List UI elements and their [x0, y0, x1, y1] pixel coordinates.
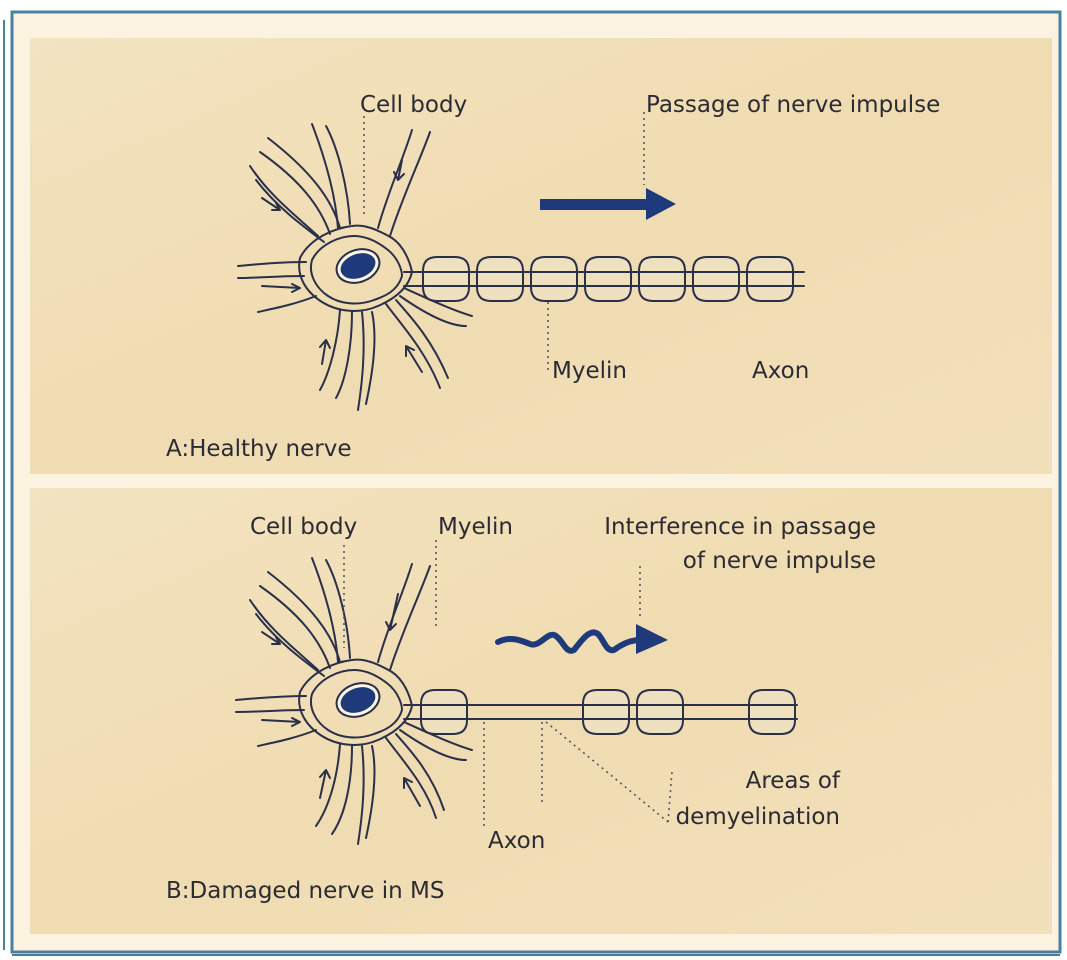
panel-b-background	[30, 488, 1052, 934]
myelin-sheath-b	[421, 690, 467, 734]
myelin-sheath-b	[583, 690, 629, 734]
panel-a-title: A:Healthy nerve	[166, 436, 351, 462]
label-axon-a: Axon	[752, 358, 809, 384]
myelin-sheath-a	[747, 257, 793, 301]
panel-divider	[30, 474, 1052, 488]
label-myelin-b: Myelin	[438, 514, 513, 540]
label-axon-b: Axon	[488, 828, 545, 854]
myelin-sheath-b	[637, 690, 683, 734]
myelin-sheath-a	[639, 257, 685, 301]
label-interference-line1: Interference in passage	[604, 514, 876, 540]
panel-b-title: B:Damaged nerve in MS	[166, 878, 444, 904]
label-demyelination-line2: demyelination	[676, 804, 840, 830]
label-myelin-a: Myelin	[552, 358, 627, 384]
panel-b: Cell body Myelin Interference in passage…	[30, 488, 1052, 934]
panel-a: Cell body Passage of nerve impulse Myeli…	[30, 38, 1052, 474]
myelin-sheath-a	[693, 257, 739, 301]
myelin-sheath-a	[423, 257, 469, 301]
myelin-sheath-a	[585, 257, 631, 301]
myelin-sheath-b	[749, 690, 795, 734]
label-impulse-a: Passage of nerve impulse	[646, 92, 940, 118]
myelin-sheath-a	[477, 257, 523, 301]
label-cell-body-b: Cell body	[250, 514, 357, 540]
myelin-sheath-a	[531, 257, 577, 301]
label-cell-body-a: Cell body	[360, 92, 467, 118]
label-demyelination-line1: Areas of	[746, 768, 841, 794]
label-interference-line2: of nerve impulse	[683, 548, 876, 574]
